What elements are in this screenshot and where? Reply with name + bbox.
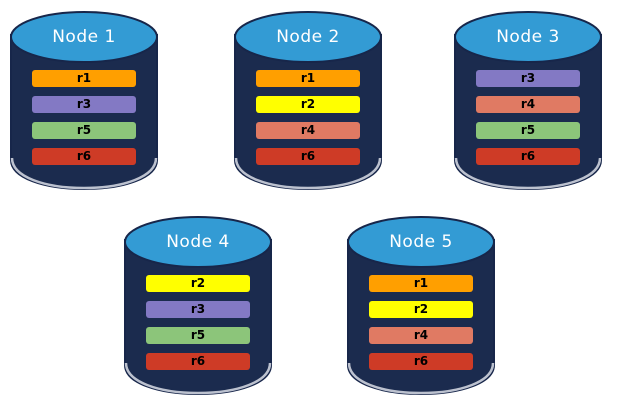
replica-bar-r5[interactable]: r5 <box>146 327 250 344</box>
replica-bar-r4[interactable]: r4 <box>369 327 473 344</box>
cylinder-bottom-highlight <box>347 362 495 395</box>
replica-bar-r4[interactable]: r4 <box>476 96 580 113</box>
replica-bar-r3[interactable]: r3 <box>146 301 250 318</box>
cylinder-top-ellipse <box>10 11 158 63</box>
replica-bar-r6[interactable]: r6 <box>32 148 136 165</box>
replica-bar-r6[interactable]: r6 <box>146 353 250 370</box>
cylinder-bottom-highlight <box>10 157 158 190</box>
replica-bar-r2[interactable]: r2 <box>256 96 360 113</box>
replica-list: r2 r3 r5 r6 <box>146 275 250 370</box>
replica-list: r1 r2 r4 r6 <box>256 70 360 165</box>
replica-bar-r1[interactable]: r1 <box>256 70 360 87</box>
cylinder-top-ellipse <box>454 11 602 63</box>
cylinder-top-ellipse <box>124 216 272 268</box>
replica-bar-r5[interactable]: r5 <box>476 122 580 139</box>
replica-bar-r3[interactable]: r3 <box>32 96 136 113</box>
cylinder-top-ellipse <box>347 216 495 268</box>
replica-bar-r1[interactable]: r1 <box>369 275 473 292</box>
replica-bar-r6[interactable]: r6 <box>476 148 580 165</box>
replica-list: r1 r3 r5 r6 <box>32 70 136 165</box>
cylinder-top-ellipse <box>234 11 382 63</box>
replica-list: r3 r4 r5 r6 <box>476 70 580 165</box>
replica-bar-r5[interactable]: r5 <box>32 122 136 139</box>
cylinder-bottom-highlight <box>234 157 382 190</box>
replica-bar-r2[interactable]: r2 <box>146 275 250 292</box>
replica-bar-r2[interactable]: r2 <box>369 301 473 318</box>
cylinder-bottom-highlight <box>124 362 272 395</box>
replica-bar-r6[interactable]: r6 <box>369 353 473 370</box>
replica-bar-r1[interactable]: r1 <box>32 70 136 87</box>
replica-bar-r3[interactable]: r3 <box>476 70 580 87</box>
replica-bar-r6[interactable]: r6 <box>256 148 360 165</box>
replica-list: r1 r2 r4 r6 <box>369 275 473 370</box>
cylinder-bottom-highlight <box>454 157 602 190</box>
replica-bar-r4[interactable]: r4 <box>256 122 360 139</box>
